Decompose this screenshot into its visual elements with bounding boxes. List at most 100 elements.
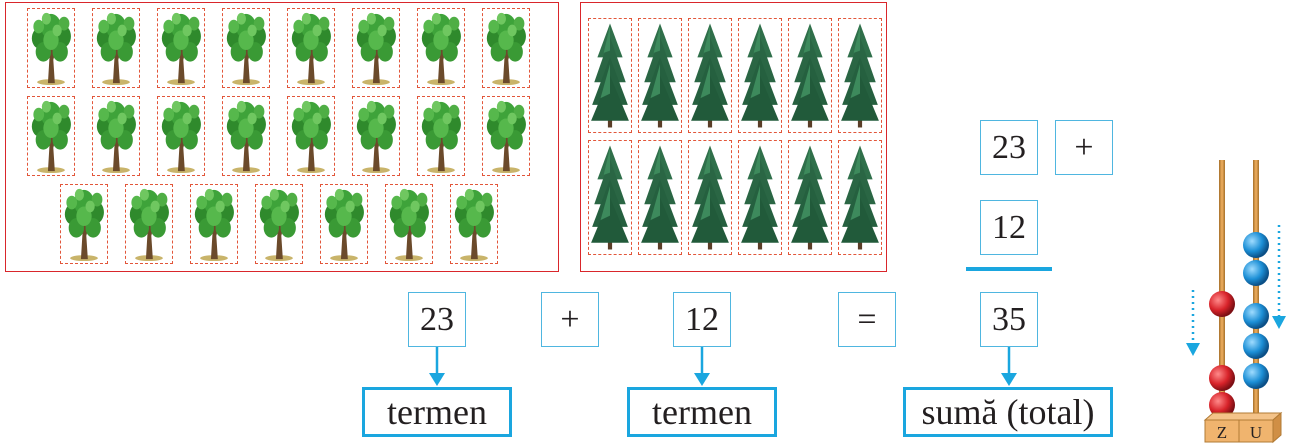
abacus-arrow-tens — [1186, 290, 1200, 356]
oak-tree-card — [482, 96, 530, 176]
fir-tree-card-icon — [691, 23, 729, 128]
label-second-term: termen — [627, 387, 777, 437]
abacus-units-beads — [1243, 232, 1269, 389]
fir-tree-card-icon — [641, 145, 679, 250]
fir-tree-card-icon — [741, 145, 779, 250]
oak-tree-card-icon — [161, 12, 201, 86]
oak-tree-card-icon — [226, 100, 266, 174]
arrow-first-term — [429, 347, 445, 386]
fir-tree-card — [738, 140, 782, 255]
fir-tree-card — [838, 140, 882, 255]
oak-tree-card — [27, 96, 75, 176]
oak-tree-card-icon — [291, 100, 331, 174]
abacus-base — [1204, 419, 1274, 443]
oak-tree-card-icon — [226, 12, 266, 86]
oak-tree-card — [417, 96, 465, 176]
oak-tree-card — [222, 8, 270, 88]
fir-tree-card-icon — [791, 23, 829, 128]
oak-tree-card-icon — [356, 100, 396, 174]
abacus-arrow-units — [1272, 225, 1286, 329]
oak-tree-card — [320, 184, 368, 264]
oak-tree-card-icon — [96, 12, 136, 86]
abacus-base-top — [1203, 412, 1283, 421]
oak-tree-card — [352, 8, 400, 88]
abacus-tens-beads — [1209, 291, 1235, 418]
arrow-sum — [1001, 347, 1017, 386]
abacus-bead-units — [1243, 363, 1269, 389]
oak-tree-card — [287, 96, 335, 176]
fir-tree-card-icon — [841, 23, 879, 128]
oak-tree-card — [352, 96, 400, 176]
fir-tree-card-icon — [591, 145, 629, 250]
oak-tree-card — [450, 184, 498, 264]
equation-plus-sign: + — [541, 292, 599, 347]
column-plus-sign: + — [1055, 120, 1113, 175]
column-second-addend: 12 — [980, 200, 1038, 255]
oak-tree-card — [157, 96, 205, 176]
oak-tree-card — [190, 184, 238, 264]
oak-tree-card-icon — [421, 12, 461, 86]
equation-equals-sign: = — [838, 292, 896, 347]
oak-tree-card-icon — [129, 188, 169, 262]
fir-tree-card — [688, 140, 732, 255]
oak-tree-card-icon — [486, 100, 526, 174]
oak-tree-card-icon — [356, 12, 396, 86]
oak-tree-card-icon — [291, 12, 331, 86]
column-sum-line — [966, 267, 1052, 271]
fir-tree-card-icon — [841, 145, 879, 250]
equation-result: 35 — [980, 292, 1038, 347]
equation-first-addend: 23 — [408, 292, 466, 347]
oak-tree-card-icon — [194, 188, 234, 262]
abacus-bead-units — [1243, 260, 1269, 286]
oak-tree-card-icon — [64, 188, 104, 262]
fir-tree-card — [688, 18, 732, 133]
fir-tree-card-icon — [591, 23, 629, 128]
fir-tree-card — [788, 140, 832, 255]
label-sum: sumă (total) — [903, 387, 1113, 437]
label-first-term: termen — [362, 387, 512, 437]
oak-tree-card — [417, 8, 465, 88]
oak-tree-card — [27, 8, 75, 88]
abacus-bead-tens — [1209, 365, 1235, 391]
oak-tree-card-icon — [31, 100, 71, 174]
oak-tree-card-icon — [454, 188, 494, 262]
fir-tree-card-icon — [641, 23, 679, 128]
fir-tree-card — [638, 18, 682, 133]
oak-tree-card — [60, 184, 108, 264]
abacus: Z U — [1186, 160, 1286, 444]
abacus-bead-units — [1243, 333, 1269, 359]
oak-tree-card — [385, 184, 433, 264]
oak-tree-card-icon — [324, 188, 364, 262]
fir-tree-card-icon — [791, 145, 829, 250]
abacus-rod-tens — [1219, 160, 1225, 425]
abacus-bead-tens — [1209, 392, 1235, 418]
abacus-label-tens: Z — [1217, 423, 1227, 442]
abacus-rod-units — [1253, 160, 1259, 425]
fir-tree-card-icon — [691, 145, 729, 250]
abacus-base-side — [1272, 411, 1282, 444]
fir-tree-card — [588, 140, 632, 255]
abacus-label-units: U — [1250, 423, 1262, 442]
oak-tree-card-icon — [161, 100, 201, 174]
abacus-bead-units — [1243, 232, 1269, 258]
oak-tree-card — [125, 184, 173, 264]
oak-tree-card-icon — [421, 100, 461, 174]
equation-second-addend: 12 — [673, 292, 731, 347]
oak-tree-card-icon — [259, 188, 299, 262]
oak-tree-card-icon — [31, 12, 71, 86]
oak-tree-card — [222, 96, 270, 176]
oak-tree-card — [92, 8, 140, 88]
oak-tree-card-icon — [96, 100, 136, 174]
abacus-bead-tens — [1209, 291, 1235, 317]
abacus-bead-units — [1243, 303, 1269, 329]
oak-tree-card — [482, 8, 530, 88]
oak-tree-card-icon — [486, 12, 526, 86]
column-first-addend: 23 — [980, 120, 1038, 175]
fir-tree-card — [838, 18, 882, 133]
oak-tree-card — [255, 184, 303, 264]
fir-tree-card — [788, 18, 832, 133]
fir-tree-card-icon — [741, 23, 779, 128]
fir-tree-card — [638, 140, 682, 255]
oak-tree-card — [287, 8, 335, 88]
arrow-second-term — [694, 347, 710, 386]
